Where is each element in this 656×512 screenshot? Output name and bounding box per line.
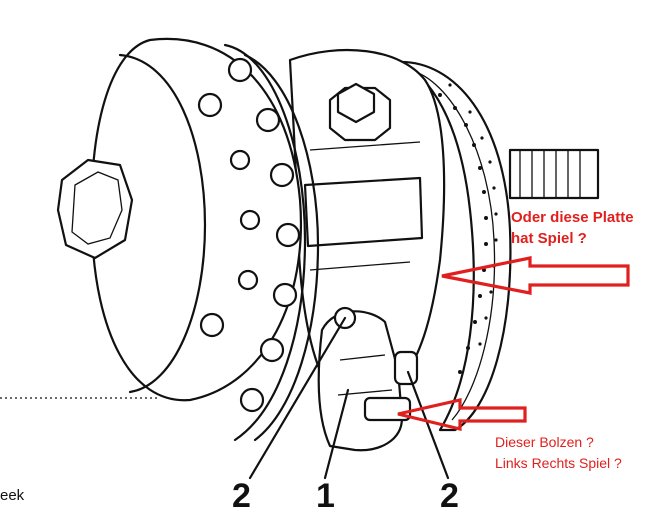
annotation-bolt: Dieser Bolzen ? Links Rechts Spiel ? — [495, 432, 655, 474]
annotation-plate-line1: Oder diese Platte — [511, 209, 634, 226]
brake-disc — [396, 60, 512, 432]
callout-caliper: 1 — [316, 477, 335, 512]
annotation-bolt-line2: Links Rechts Spiel ? — [495, 455, 622, 471]
cropped-label-fragment: eek — [0, 487, 25, 504]
annotation-bolt-line1: Dieser Bolzen ? — [495, 434, 594, 450]
axle-stub — [508, 148, 600, 200]
caliper-carrier — [288, 48, 446, 392]
hub-bolt-ring — [197, 43, 320, 442]
annotation-plate-line2: hat Spiel ? — [511, 230, 587, 247]
callout-leaders — [248, 316, 450, 480]
annotation-plate: Oder diese Platte hat Spiel ? — [511, 207, 656, 249]
callout-right-bolt: 2 — [440, 477, 459, 512]
wheel-hub — [56, 37, 302, 402]
arrow-to-plate — [441, 256, 630, 295]
callout-left-bolt: 2 — [232, 477, 251, 512]
arrow-to-bolt — [397, 397, 527, 432]
